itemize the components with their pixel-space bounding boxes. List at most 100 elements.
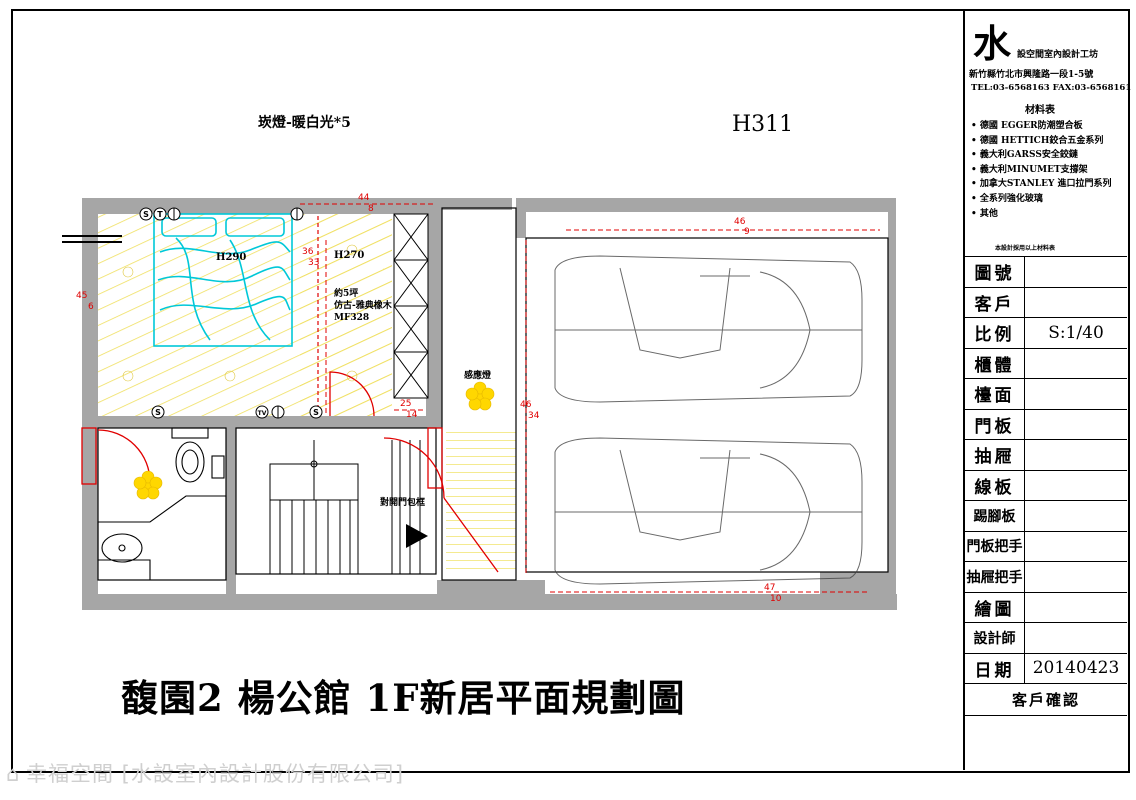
row-label: 門板: [965, 409, 1025, 439]
row-value: [1025, 623, 1127, 653]
door-note: 對開門包框: [380, 496, 425, 508]
dim-44: 44: [358, 193, 370, 203]
direction-arrow: [406, 524, 428, 548]
sensor-lamp-label: 感應燈: [464, 369, 492, 381]
row-client: 客戶: [965, 287, 1127, 318]
company-logo: 水: [973, 21, 1012, 66]
row-value: [1025, 440, 1127, 470]
dim-25: 25: [400, 399, 411, 409]
row-label: 門板把手: [965, 531, 1025, 561]
dimension-lines: [300, 203, 880, 593]
row-drafter: 繪圖: [965, 592, 1127, 623]
materials-list: • 德國 EGGER防潮塑合板 • 德國 HETTICH鉸合五金系列 • 義大利…: [971, 119, 1127, 221]
svg-text:S: S: [143, 210, 149, 219]
row-value: [1025, 288, 1127, 318]
svg-text:S: S: [313, 408, 319, 417]
row-label: 抽屜: [965, 440, 1025, 470]
watermark-text: 幸福空間 [水設室內設計股份有限公司]: [26, 762, 405, 786]
dim-10: 10: [770, 594, 782, 604]
company-address: 新竹縣竹北市興隆路一段1-5號: [969, 70, 1094, 80]
wardrobe: [393, 213, 429, 399]
row-door-handle: 門板把手: [965, 531, 1127, 562]
staircase: [269, 440, 421, 575]
floor-size: 約5坪: [334, 287, 358, 299]
row-value: [1025, 532, 1127, 562]
wardrobe-height: H270: [334, 250, 364, 261]
row-countertop: 檯面: [965, 379, 1127, 410]
row-value: [1025, 349, 1127, 379]
dim-6: 6: [88, 302, 94, 312]
home-icon: ⌂: [6, 762, 21, 786]
drawing-sheet-border: [11, 9, 1130, 773]
row-value: [1025, 562, 1127, 592]
watermark: ⌂幸福空間 [水設室內設計股份有限公司]: [6, 758, 404, 788]
row-value: [1025, 379, 1127, 409]
row-label: 線板: [965, 470, 1025, 500]
row-date: 日期 20140423: [965, 653, 1127, 684]
row-label: 圖號: [965, 257, 1025, 287]
row-value: [1025, 593, 1127, 623]
row-value: [1025, 501, 1127, 531]
row-molding: 線板: [965, 470, 1127, 501]
row-designer: 設計師: [965, 623, 1127, 654]
room-code: H311: [732, 112, 794, 137]
lamp-note: 崁燈-暖白光*5: [258, 115, 351, 131]
materials-note: 本設計採用以上材料表: [995, 245, 1056, 252]
row-value: 20140423: [1032, 658, 1120, 679]
svg-text:S: S: [155, 408, 161, 417]
row-value: S:1/40: [1048, 322, 1104, 343]
material-item: • 德國 EGGER防潮塑合板: [971, 121, 1083, 131]
company-name: 設空間室內設計工坊: [1017, 50, 1099, 60]
row-door-panel: 門板: [965, 409, 1127, 440]
row-label: 設計師: [965, 623, 1025, 653]
row-value: [1025, 410, 1127, 440]
svg-text:TV: TV: [258, 410, 267, 417]
row-label: 客戶: [965, 287, 1025, 317]
dim-46-side: 46: [520, 400, 532, 410]
stair-hatch: [446, 425, 516, 575]
row-cabinet: 櫃體: [965, 348, 1127, 379]
drawing-title: 馥園2 楊公館 1F新居平面規劃圖: [121, 676, 686, 720]
materials-title: 材料表: [1025, 105, 1055, 116]
material-item: • 德國 HETTICH鉸合五金系列: [971, 135, 1104, 146]
bed: [153, 213, 293, 347]
row-label: 櫃體: [965, 348, 1025, 378]
material-item: • 其他: [971, 208, 998, 219]
material-item: • 加拿大STANLEY 進口拉門系列: [971, 179, 1112, 190]
title-block: 水 設空間室內設計工坊 新竹縣竹北市興隆路一段1-5號 TEL:03-65681…: [963, 11, 1131, 770]
row-drawer: 抽屜: [965, 440, 1127, 471]
car-1: [554, 255, 863, 403]
row-drawing-number: 圖號: [965, 257, 1127, 288]
row-skirting: 踢腳板: [965, 501, 1127, 532]
walls: [82, 198, 897, 610]
row-label: 檯面: [965, 379, 1025, 409]
dim-33: 33: [308, 258, 319, 268]
floor-material-code: MF328: [334, 313, 369, 323]
material-item: • 義大利MINUMET支撐架: [971, 164, 1088, 175]
company-contact: TEL:03-6568163 FAX:03-6568161: [971, 83, 1132, 93]
material-item: • 全系列強化玻璃: [971, 193, 1043, 204]
bedroom-floor-2: [300, 212, 392, 418]
row-label: 抽屜把手: [965, 562, 1025, 592]
dim-47: 47: [764, 583, 775, 593]
lamps: [122, 244, 495, 500]
row-label: 繪圖: [965, 592, 1025, 622]
floor-plan: 44 8 46 9 45 6 36 33 25 14 46 34 47 10 S…: [62, 193, 897, 610]
row-drawer-handle: 抽屜把手: [965, 562, 1127, 593]
material-item: • 義大利GARSS安全鉸鏈: [971, 150, 1078, 161]
row-value: [1025, 471, 1127, 501]
outlets: S T S TV S: [139, 207, 323, 419]
dim-9: 9: [744, 227, 750, 237]
svg-text:T: T: [157, 210, 163, 219]
row-label: 踢腳板: [965, 501, 1025, 531]
dim-36: 36: [302, 247, 314, 257]
row-label: 日期: [965, 653, 1025, 683]
dim-34: 34: [528, 411, 540, 421]
dim-8: 8: [368, 204, 374, 214]
dim-45: 45: [76, 291, 87, 301]
floor-material: 仿古-雅典橡木: [334, 299, 393, 311]
dim-14: 14: [406, 410, 418, 420]
row-value: [1025, 257, 1127, 287]
